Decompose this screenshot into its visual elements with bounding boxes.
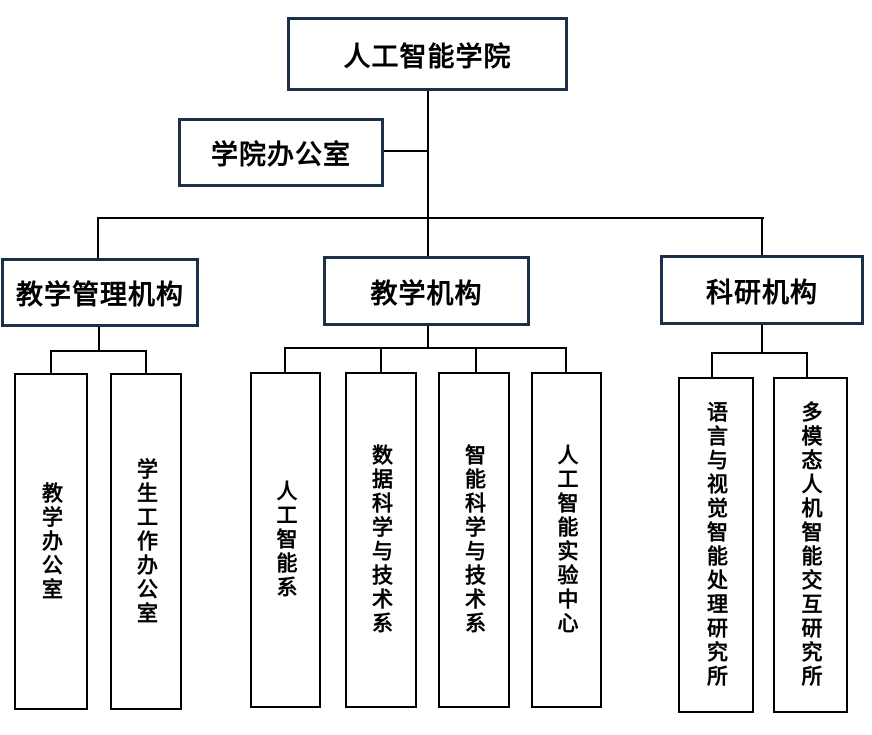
node-branch-research-label: 科研机构 — [706, 277, 818, 308]
node-branch-teaching-label: 教学机构 — [370, 278, 483, 309]
connector-group0-stub-1 — [145, 350, 147, 374]
node-leaf-teaching-office-label: 教学办公室 — [39, 481, 64, 602]
connector-group2-horizontal — [711, 352, 808, 354]
node-leaf-language-vision-institute: 语言与视觉智能处理研究所 — [678, 377, 754, 713]
connector-group0-vertical — [98, 326, 100, 352]
node-college-office: 学院办公室 — [178, 118, 384, 187]
connector-group1-vertical — [427, 325, 429, 349]
connector-group1-stub-2 — [475, 347, 477, 373]
node-leaf-data-science-department: 数据科学与技术系 — [345, 372, 417, 708]
connector-group2-stub-0 — [711, 352, 713, 377]
node-root-label: 人工智能学院 — [343, 41, 512, 72]
node-branch-research: 科研机构 — [660, 255, 864, 325]
node-leaf-multimodal-hci-institute: 多模态人机智能交互研究所 — [773, 377, 848, 713]
connector-group1-stub-3 — [565, 347, 567, 373]
node-leaf-intelligent-science-department-label: 智能科学与技术系 — [462, 444, 487, 636]
connector-group1-horizontal — [284, 347, 567, 349]
connector-main-horizontal — [97, 217, 764, 219]
node-root: 人工智能学院 — [287, 17, 568, 91]
node-leaf-intelligent-science-department: 智能科学与技术系 — [438, 372, 510, 708]
connector-group0-horizontal — [50, 350, 147, 352]
connector-stub-branch-0 — [97, 217, 99, 259]
node-leaf-language-vision-institute-label: 语言与视觉智能处理研究所 — [704, 401, 729, 689]
node-leaf-ai-lab-center-label: 人工智能实验中心 — [555, 444, 579, 636]
node-leaf-ai-department-label: 人工智能系 — [274, 480, 298, 600]
node-leaf-teaching-office: 教学办公室 — [14, 373, 88, 710]
node-leaf-data-science-department-label: 数据科学与技术系 — [369, 444, 394, 636]
connector-group1-stub-1 — [380, 347, 382, 373]
connector-group0-stub-0 — [50, 350, 52, 374]
connector-root-vertical — [427, 91, 429, 218]
connector-group2-vertical — [761, 324, 763, 354]
connector-stub-branch-1 — [427, 217, 429, 257]
node-college-office-label: 学院办公室 — [211, 140, 351, 170]
node-branch-teaching-management-label: 教学管理机构 — [16, 280, 184, 310]
node-leaf-student-affairs-office-label: 学生工作办公室 — [134, 457, 159, 626]
node-leaf-student-affairs-office: 学生工作办公室 — [110, 373, 182, 710]
connector-group1-stub-0 — [284, 347, 286, 373]
node-branch-teaching-management: 教学管理机构 — [1, 258, 199, 327]
node-leaf-multimodal-hci-institute-label: 多模态人机智能交互研究所 — [799, 401, 823, 689]
connector-stub-branch-2 — [761, 217, 763, 256]
connector-office-horizontal — [384, 150, 429, 152]
connector-group2-stub-1 — [806, 352, 808, 377]
node-branch-teaching: 教学机构 — [323, 256, 530, 326]
node-leaf-ai-department: 人工智能系 — [250, 372, 321, 708]
node-leaf-ai-lab-center: 人工智能实验中心 — [531, 372, 602, 708]
